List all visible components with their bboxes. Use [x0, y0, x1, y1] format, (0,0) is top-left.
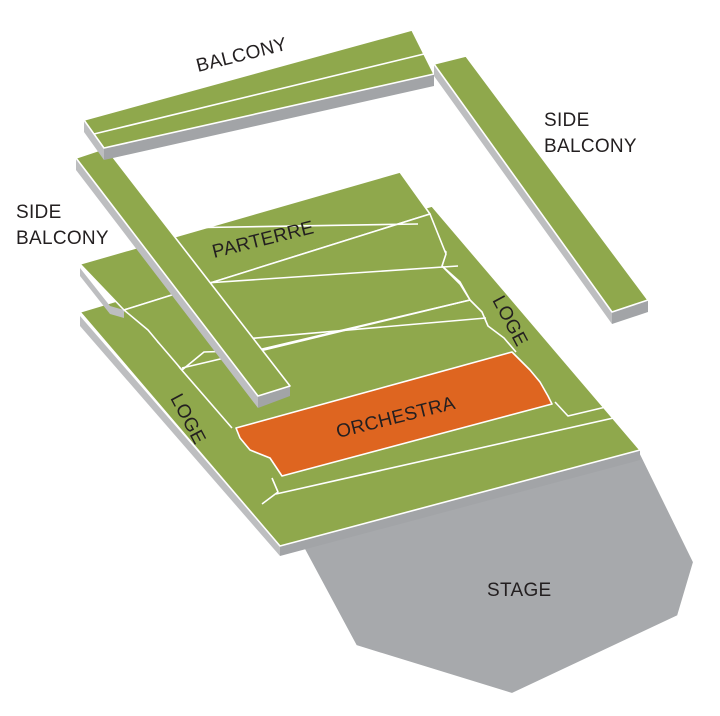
orchestra-section[interactable]: ORCHESTRA — [235, 351, 553, 477]
side-balcony-right-section[interactable] — [433, 55, 649, 324]
stage-label: STAGE — [487, 580, 552, 601]
balcony-section[interactable]: BALCONY — [83, 29, 435, 160]
stage-section[interactable]: STAGE — [297, 451, 695, 695]
side-balcony-left-section[interactable] — [75, 147, 291, 408]
side-balcony-right-label-line1: SIDE — [544, 110, 590, 131]
side-balcony-left-label-line1: SIDE — [16, 202, 62, 223]
side-balcony-left-label-line2: BALCONY — [16, 228, 109, 249]
side-balcony-right-label-line2: BALCONY — [544, 136, 637, 157]
